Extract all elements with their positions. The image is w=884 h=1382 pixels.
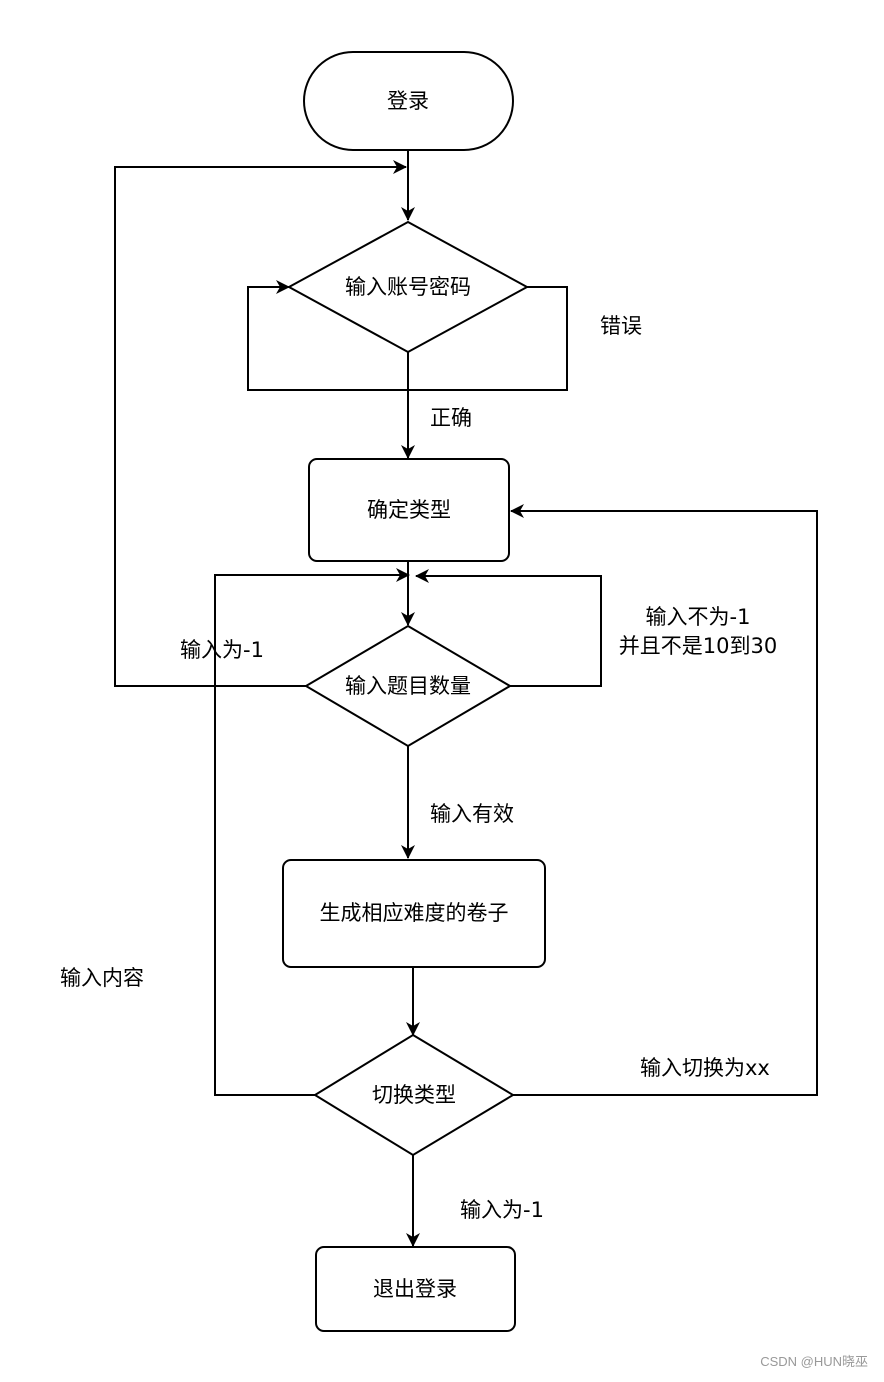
edge-switch-to-choose-type	[510, 504, 818, 1096]
edge-count-minus1-back	[114, 160, 407, 687]
node-choose-type-label: 确定类型	[367, 498, 451, 522]
node-generate-paper: 生成相应难度的卷子	[282, 859, 546, 968]
node-choose-type: 确定类型	[308, 458, 510, 562]
node-login: 登录	[303, 51, 514, 151]
node-input-credentials-label: 输入账号密码	[345, 275, 471, 299]
node-input-credentials: 输入账号密码	[286, 220, 530, 354]
edge-label-invalid-line2: 并且不是10到30	[619, 634, 777, 658]
edge-label-input-minus1-exit: 输入为-1	[460, 1198, 544, 1222]
watermark: CSDN @HUN晓巫	[760, 1354, 868, 1369]
edge-label-input-minus1-back: 输入为-1	[180, 638, 264, 662]
node-login-label: 登录	[387, 89, 429, 113]
edge-label-invalid-line1: 输入不为-1	[646, 605, 751, 629]
edge-label-switch-to: 输入切换为xx	[640, 1056, 770, 1080]
node-logout: 退出登录	[315, 1246, 516, 1332]
edge-label-wrong: 错误	[600, 314, 642, 338]
node-logout-label: 退出登录	[373, 1277, 457, 1301]
node-input-count-label: 输入题目数量	[345, 674, 471, 698]
node-switch-type-label: 切换类型	[372, 1083, 456, 1107]
node-switch-type: 切换类型	[313, 1033, 515, 1157]
edge-count-invalid-loop	[415, 569, 602, 687]
edge-switch-content-to-count	[214, 568, 410, 1096]
node-input-count: 输入题目数量	[304, 624, 512, 748]
edge-label-correct: 正确	[430, 406, 472, 430]
node-generate-paper-label: 生成相应难度的卷子	[320, 901, 509, 925]
edge-label-input-content: 输入内容	[60, 966, 144, 990]
edge-label-valid: 输入有效	[430, 802, 514, 826]
